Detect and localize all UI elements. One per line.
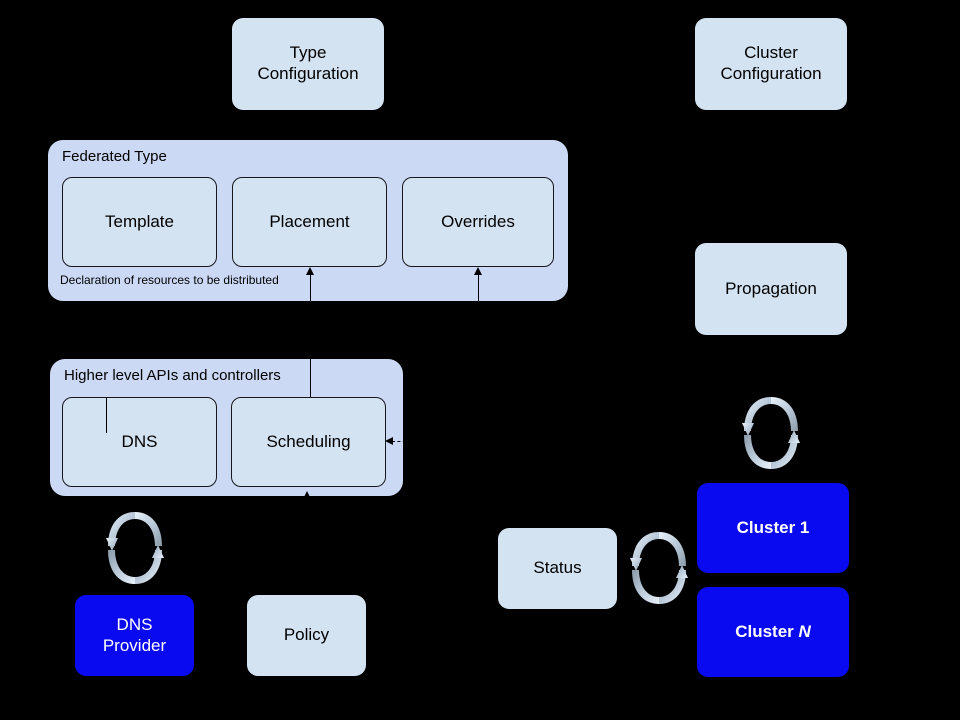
connector-policy-scheduling	[307, 498, 308, 514]
sync-cycle-icon-cluster	[740, 393, 802, 473]
node-policy[interactable]: Policy	[247, 595, 366, 676]
subbox-template-label: Template	[105, 211, 174, 231]
connector-scheduling-stub	[310, 359, 311, 397]
subbox-placement-label: Placement	[269, 211, 350, 231]
dns-provider-label: DNS Provider	[102, 614, 167, 655]
sync-cycle-icon-status	[628, 528, 690, 608]
subbox-scheduling-label: Scheduling	[266, 431, 351, 451]
group-higher-level-apis[interactable]: Higher level APIs and controllers DNS Sc…	[50, 359, 403, 496]
node-cluster-1[interactable]: Cluster 1	[697, 483, 849, 573]
connector-template-left	[106, 397, 107, 433]
arrowhead-scheduling-right	[385, 437, 393, 445]
node-cluster-n[interactable]: Cluster N	[697, 587, 849, 677]
node-type-configuration[interactable]: Type Configuration	[232, 18, 384, 110]
node-status[interactable]: Status	[498, 528, 617, 609]
sync-cycle-icon-dns	[104, 508, 166, 588]
cluster-configuration-label: Cluster Configuration	[720, 43, 822, 83]
node-dns-provider[interactable]: DNS Provider	[75, 595, 194, 676]
subbox-overrides[interactable]: Overrides	[402, 177, 554, 267]
connector-overrides-in	[478, 272, 479, 301]
higher-level-apis-label: Higher level APIs and controllers	[64, 367, 281, 384]
arrowhead-overrides	[474, 267, 482, 275]
arrowhead-placement	[306, 267, 314, 275]
arrowhead-scheduling-bottom	[303, 491, 311, 499]
cluster-1-label: Cluster 1	[736, 517, 810, 537]
connector-propagation-scheduling	[392, 441, 422, 442]
node-propagation[interactable]: Propagation	[695, 243, 847, 335]
subbox-placement[interactable]: Placement	[232, 177, 387, 267]
type-configuration-label: Type Configuration	[257, 43, 359, 83]
federated-type-footnote: Declaration of resources to be distribut…	[60, 273, 279, 287]
cluster-n-label: Cluster N	[735, 621, 811, 641]
node-cluster-configuration[interactable]: Cluster Configuration	[695, 18, 847, 110]
group-federated-type[interactable]: Federated Type Template Placement Overri…	[48, 140, 568, 301]
connector-placement-scheduling	[310, 272, 311, 362]
status-label: Status	[533, 558, 582, 578]
subbox-scheduling[interactable]: Scheduling	[231, 397, 386, 487]
policy-label: Policy	[283, 625, 330, 645]
subbox-overrides-label: Overrides	[441, 211, 515, 231]
propagation-label: Propagation	[725, 278, 817, 298]
subbox-template[interactable]: Template	[62, 177, 217, 267]
subbox-dns-label: DNS	[121, 431, 158, 451]
federated-type-label: Federated Type	[62, 148, 167, 165]
subbox-dns[interactable]: DNS	[62, 397, 217, 487]
